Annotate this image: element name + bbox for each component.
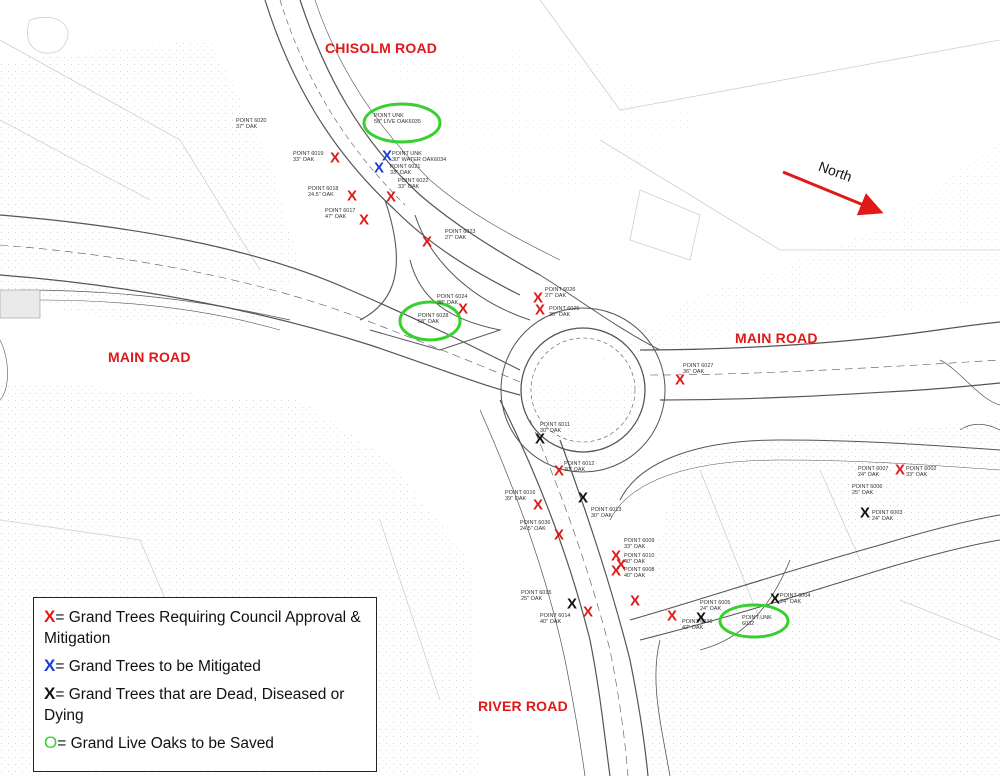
tree-marker-red-6017: X <box>358 211 370 229</box>
saved-oak-circle-6032 <box>718 603 790 639</box>
tree-marker-black-6004: X <box>769 590 781 608</box>
river-road <box>479 399 649 776</box>
left-inner-curve <box>359 199 531 351</box>
tree-marker-black-6015: X <box>566 595 578 613</box>
legend-row-blue: X= Grand Trees to be Mitigated <box>44 655 366 677</box>
road-label-main-east: MAIN ROAD <box>735 330 818 346</box>
tree-marker-blue-6021: X <box>373 159 385 177</box>
legend-black-text: = Grand Trees that are Dead, Diseased or… <box>44 686 345 724</box>
southeast-connector <box>609 439 1000 776</box>
tree-marker-red-6024: X <box>457 300 469 318</box>
legend-red-text: = Grand Trees Requiring Council Approval… <box>44 609 361 647</box>
road-label-river: RIVER ROAD <box>478 698 568 714</box>
saved-oak-circles <box>362 102 790 639</box>
tree-marker-red-6036b: X <box>666 607 678 625</box>
tree-marker-red-6018: X <box>346 187 358 205</box>
tree-marker-red-6009: X <box>610 547 622 565</box>
legend-row-red: X= Grand Trees Requiring Council Approva… <box>44 606 366 649</box>
tree-marker-black-6005: X <box>695 609 707 627</box>
main-road-west <box>0 214 521 401</box>
legend-blue-x-icon: X <box>44 656 56 675</box>
tree-marker-red-6008: X <box>610 562 622 580</box>
tree-marker-red-6010: X <box>615 556 627 574</box>
tree-marker-black-6013: X <box>577 489 589 507</box>
road-label-chisolm: CHISOLM ROAD <box>325 40 438 56</box>
tree-marker-red-6025: X <box>534 301 546 319</box>
tree-marker-red-6019: X <box>329 149 341 167</box>
main-road-east <box>539 274 1000 431</box>
tree-marker-red-6027: X <box>674 371 686 389</box>
road-label-main-west: MAIN ROAD <box>108 349 191 365</box>
tree-marker-red-6016: X <box>532 496 544 514</box>
legend-row-green: O= Grand Live Oaks to be Saved <box>44 732 366 754</box>
tree-marker-black-6011: X <box>534 430 546 448</box>
legend-green-circle-icon: O <box>44 733 58 752</box>
legend-row-black: X= Grand Trees that are Dead, Diseased o… <box>44 683 366 726</box>
legend-green-text: = Grand Live Oaks to be Saved <box>57 735 274 752</box>
tree-marker-red-6002: X <box>894 461 906 479</box>
legend-blue-text: = Grand Trees to be Mitigated <box>55 658 261 675</box>
legend-black-x-icon: X <box>44 684 56 703</box>
legend-red-x-icon: X <box>44 607 56 626</box>
map-legend: X= Grand Trees Requiring Council Approva… <box>33 597 377 772</box>
tree-marker-red-6007: X <box>629 592 641 610</box>
tree-marker-red-6026: X <box>532 289 544 307</box>
tree-marker-red-6022: X <box>385 188 397 206</box>
roundabout <box>500 307 666 473</box>
saved-oak-circle-6028 <box>398 300 462 342</box>
north-arrow-icon <box>782 170 884 216</box>
chisolm-road <box>264 0 561 296</box>
tree-marker-red-6014: X <box>582 603 594 621</box>
tree-marker-red-6023: X <box>421 233 433 251</box>
tree-marker-red-6036: X <box>553 526 565 544</box>
tree-marker-blue-6034: X <box>381 147 393 165</box>
tree-marker-red-6012: X <box>553 462 565 480</box>
tree-marker-black-6003: X <box>859 504 871 522</box>
saved-oak-circle-6035 <box>362 102 442 144</box>
